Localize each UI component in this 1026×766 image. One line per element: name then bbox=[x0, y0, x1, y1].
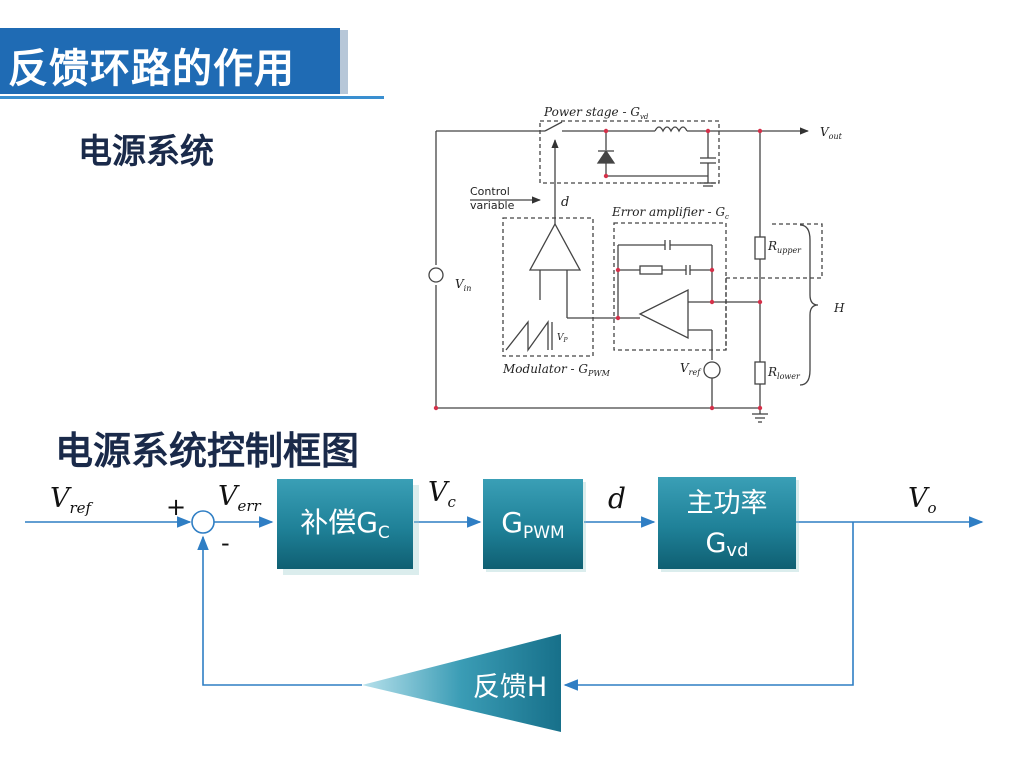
diode bbox=[596, 149, 616, 164]
wire-feedback-takeoff bbox=[563, 522, 854, 691]
pwm-label: GPWM bbox=[501, 506, 564, 543]
circuit-schematic bbox=[428, 120, 823, 423]
verr-label: Verr bbox=[218, 481, 262, 515]
vref-source bbox=[703, 361, 721, 379]
r-upper bbox=[754, 236, 766, 260]
feedback-resistor bbox=[639, 265, 663, 275]
summing-junction bbox=[191, 510, 215, 534]
circuit-junctions bbox=[433, 128, 763, 411]
title-underline bbox=[0, 96, 384, 99]
h-brace bbox=[799, 224, 819, 386]
circuit-d-label: d bbox=[561, 195, 569, 210]
wire-feedback-return bbox=[197, 535, 362, 686]
feedback-label: 反馈H bbox=[473, 672, 547, 703]
title-banner-shadow bbox=[340, 30, 348, 94]
pwm-block: GPWM bbox=[483, 479, 586, 572]
plus-sign: + bbox=[166, 493, 186, 521]
vin-label: Vin bbox=[455, 277, 471, 293]
power-block: 主功率 Gvd bbox=[658, 477, 799, 572]
modulator-label: Modulator - GPWM bbox=[502, 362, 611, 378]
compensator-label: 补偿GC bbox=[300, 506, 390, 543]
block-diagram-wires bbox=[25, 510, 984, 691]
modulator-comparator bbox=[528, 222, 582, 271]
slide-title: 反馈环路的作用 bbox=[8, 46, 295, 92]
modulator-box bbox=[502, 217, 594, 357]
vc-label: Vc bbox=[428, 477, 457, 511]
switch-blade bbox=[544, 121, 563, 132]
r-lower-label: Rlower bbox=[767, 365, 801, 381]
d-signal-label: d bbox=[608, 482, 626, 515]
r-upper-label: Rupper bbox=[767, 239, 802, 255]
power-label-1: 主功率 bbox=[687, 488, 768, 519]
power-stage-box bbox=[539, 120, 720, 184]
section-heading-power-system: 电源系统 bbox=[78, 132, 214, 172]
vref-label: Vref bbox=[50, 483, 94, 517]
compensator-block: 补偿GC bbox=[277, 479, 419, 575]
error-amplifier-opamp bbox=[638, 288, 689, 340]
slide-title-banner: 反馈环路的作用 bbox=[0, 28, 340, 94]
section-heading-block-diagram: 电源系统控制框图 bbox=[55, 429, 360, 473]
control-variable-label-1: Control bbox=[470, 185, 510, 198]
power-stage-label: Power stage - Gvd bbox=[543, 105, 649, 121]
h-network-outline bbox=[726, 223, 823, 279]
feedback-block: 反馈H bbox=[362, 634, 561, 732]
vout-label: Vout bbox=[820, 125, 843, 141]
minus-sign: - bbox=[221, 529, 230, 557]
error-amplifier-label: Error amplifier - Gc bbox=[611, 205, 729, 221]
control-variable-label-2: variable bbox=[470, 199, 515, 212]
vin-source bbox=[428, 267, 444, 283]
power-label-2: Gvd bbox=[705, 528, 748, 561]
sawtooth-waveform bbox=[505, 319, 549, 353]
h-label: H bbox=[833, 301, 845, 315]
r-lower bbox=[754, 361, 766, 385]
inductor bbox=[654, 126, 688, 133]
vo-label: Vo bbox=[908, 483, 937, 517]
vref-circuit-label: Vref bbox=[680, 361, 702, 377]
vp-label: VP bbox=[557, 333, 569, 344]
